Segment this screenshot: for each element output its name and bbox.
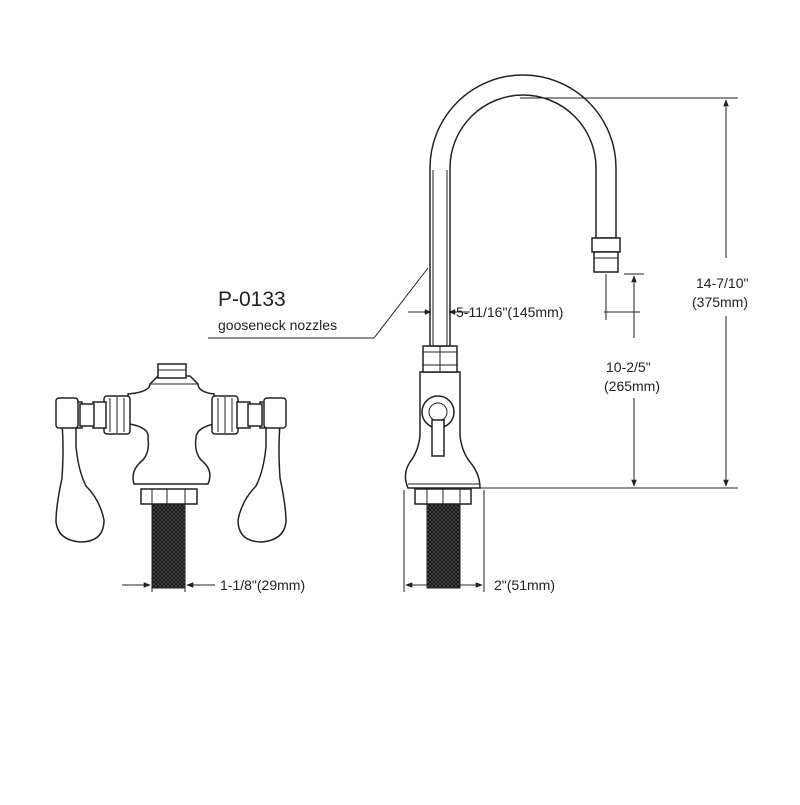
side-view <box>404 74 621 589</box>
gooseneck-spout <box>429 74 617 347</box>
part-callout: P-0133 gooseneck nozzles <box>208 267 429 339</box>
base-width-dimension: 2"(51mm) <box>403 490 555 593</box>
front-lock-nut <box>140 488 198 505</box>
spout-height-mm-label: (265mm) <box>604 378 660 394</box>
front-left-wrist-handle <box>55 401 105 543</box>
spout-height-dimension: 10-2/5" (265mm) <box>604 273 660 487</box>
total-height-in-label: 14-7/10" <box>696 275 748 291</box>
front-valve-body <box>127 375 215 485</box>
part-number-label: P-0133 <box>218 288 286 311</box>
front-view <box>55 363 287 589</box>
total-height-mm-label: (375mm) <box>692 294 748 310</box>
total-height-dimension: 14-7/10" (375mm) <box>480 97 748 489</box>
front-threaded-shank <box>151 501 186 589</box>
front-shank-dimension: 1-1/8"(29mm) <box>122 577 305 593</box>
spout-aerator <box>591 237 621 253</box>
front-right-wrist-handle <box>237 401 287 543</box>
front-top-stem <box>157 363 187 379</box>
front-shank-dimension-label: 1-1/8"(29mm) <box>220 577 305 593</box>
base-width-label: 2"(51mm) <box>494 577 555 593</box>
reach-dimension-label: 5-11/16"(145mm) <box>456 304 563 320</box>
spout-height-in-label: 10-2/5" <box>606 359 651 375</box>
part-description-label: gooseneck nozzles <box>218 317 337 333</box>
side-threaded-shank <box>426 501 461 589</box>
